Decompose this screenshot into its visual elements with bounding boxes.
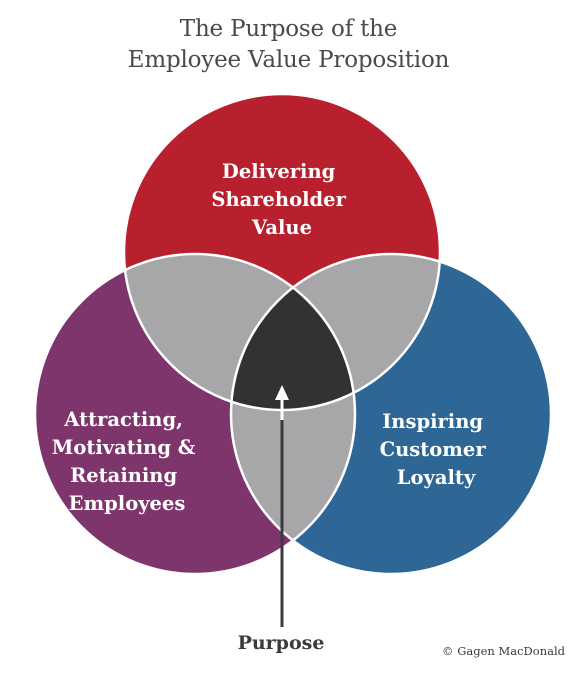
copyright-credit: © Gagen MacDonald <box>442 644 565 658</box>
title-line-1: The Purpose of the <box>179 16 398 42</box>
top-label-line-2: Shareholder <box>211 188 346 211</box>
top-label-line-3: Value <box>251 216 312 239</box>
right-label-line-1: Inspiring <box>382 410 483 433</box>
title-line-2: Employee Value Proposition <box>127 47 450 73</box>
outline-left <box>33 252 357 576</box>
purpose-arrow-head <box>275 385 289 400</box>
left-label-line-1: Attracting, <box>63 408 183 431</box>
left-label-line-4: Employees <box>69 492 186 515</box>
center-purpose-region <box>231 254 355 410</box>
diagram-title: The Purpose of the Employee Value Propos… <box>0 14 577 76</box>
outline-right <box>229 252 553 576</box>
left-label-line-2: Motivating & <box>52 436 196 459</box>
top-circle-label: Delivering Shareholder Value <box>211 160 352 239</box>
left-circle-label: Attracting, Motivating & Retaining Emplo… <box>52 408 202 515</box>
right-circle-label: Inspiring Customer Loyalty <box>380 410 493 489</box>
purpose-label: Purpose <box>237 632 325 654</box>
left-label-line-3: Retaining <box>70 464 177 487</box>
right-label-line-2: Customer <box>380 438 487 461</box>
right-label-line-3: Loyalty <box>397 466 476 489</box>
top-label-line-1: Delivering <box>222 160 336 183</box>
